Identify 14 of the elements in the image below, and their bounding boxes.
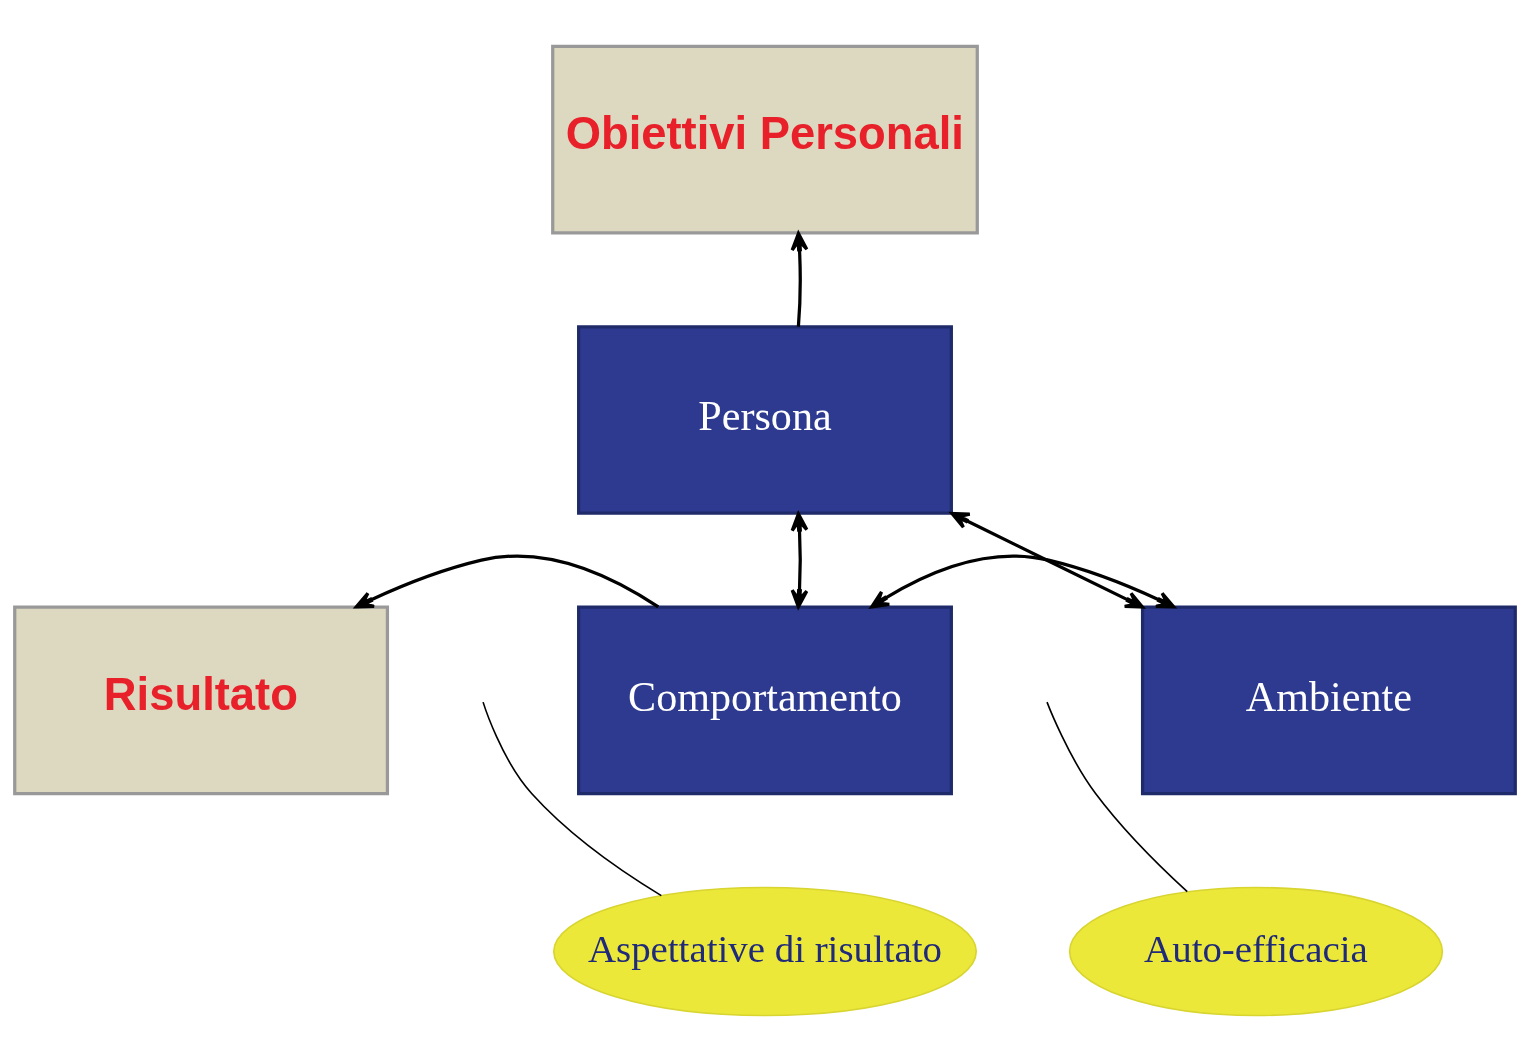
node-box: Persona xyxy=(577,324,953,515)
connector xyxy=(482,700,663,896)
node-box: Ambiente xyxy=(1140,605,1517,795)
arrow xyxy=(354,554,660,608)
node-ellipse: Auto-efficacia xyxy=(1068,886,1444,1016)
connector xyxy=(1046,700,1189,892)
node-box: Obiettivi Personali xyxy=(551,44,979,234)
arrow xyxy=(870,554,1176,608)
node-box: Comportamento xyxy=(577,605,953,795)
arrow xyxy=(790,511,809,608)
node-ellipse: Aspettative di risultato xyxy=(552,886,978,1016)
arrow xyxy=(950,511,1145,609)
node-box: Risultato xyxy=(13,605,390,795)
arrow xyxy=(790,231,809,327)
